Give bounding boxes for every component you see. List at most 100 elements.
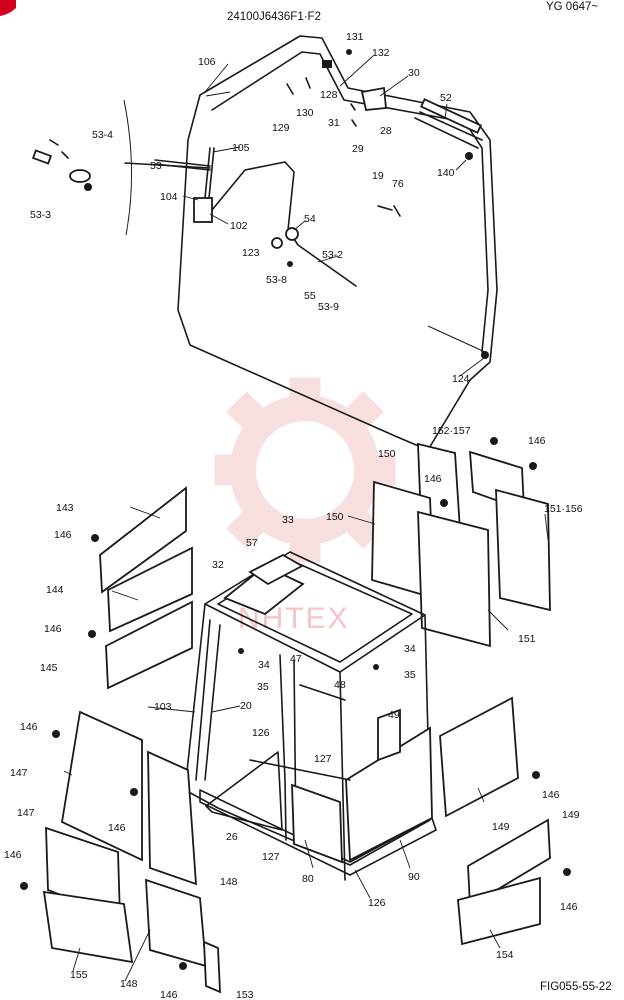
callout-label: 149 bbox=[562, 809, 580, 821]
panel-154 bbox=[457, 876, 541, 946]
upper-frame bbox=[177, 35, 498, 451]
callout-label: 53-9 bbox=[318, 301, 339, 313]
callout-label: 57 bbox=[246, 537, 258, 549]
callout-label: 131 bbox=[346, 31, 364, 43]
watermark-gear-icon bbox=[214, 377, 396, 563]
callout-label: 129 bbox=[272, 122, 290, 134]
callout-label: 49 bbox=[388, 709, 400, 721]
callout-label: 146 bbox=[20, 721, 38, 733]
callout-label: 146 bbox=[160, 989, 178, 1000]
callout-label: 31 bbox=[328, 117, 340, 129]
callout-label: 103 bbox=[154, 701, 172, 713]
bracket-28 bbox=[360, 86, 387, 111]
callout-label: 144 bbox=[46, 584, 64, 596]
callout-label: 53-3 bbox=[30, 209, 51, 221]
callout-label: 145 bbox=[40, 662, 58, 674]
callout-label: 140 bbox=[437, 167, 455, 179]
hatch-32 bbox=[223, 564, 305, 616]
callout-label: 35 bbox=[404, 669, 416, 681]
callout-label: 53-2 bbox=[322, 249, 343, 261]
corner-mark bbox=[0, 0, 16, 16]
cover-57 bbox=[248, 553, 304, 586]
rod-52 bbox=[414, 111, 483, 149]
callout-label: 32 bbox=[212, 559, 224, 571]
callout-label: 130 bbox=[296, 107, 314, 119]
panel-145 bbox=[105, 600, 193, 690]
callout-label: 30 bbox=[408, 67, 420, 79]
serial-range: YG 0647~ bbox=[546, 1, 598, 13]
callout-label: 146 bbox=[528, 435, 546, 447]
callout-label: 19 bbox=[372, 170, 384, 182]
panel-143 bbox=[99, 486, 187, 594]
callout-label: 154 bbox=[496, 949, 514, 961]
panel-153 bbox=[203, 940, 221, 994]
panel-148-a bbox=[147, 750, 197, 886]
knob-140 bbox=[465, 152, 473, 160]
callout-label: 148 bbox=[120, 978, 138, 990]
panel-150-b bbox=[417, 510, 491, 648]
panel-147-a bbox=[61, 710, 143, 862]
part-53-3 bbox=[31, 149, 53, 165]
callout-label: 143 bbox=[56, 502, 74, 514]
callout-label: 146 bbox=[108, 822, 126, 834]
callout-label: 146 bbox=[424, 473, 442, 485]
panel-90 bbox=[345, 726, 433, 862]
callout-label: 53-8 bbox=[266, 274, 287, 286]
panel-26 bbox=[205, 751, 283, 831]
panel-151-156 bbox=[495, 488, 551, 612]
callout-label: 48 bbox=[334, 679, 346, 691]
callout-label: 146 bbox=[44, 623, 62, 635]
callout-label: 26 bbox=[226, 831, 238, 843]
callout-label: 146 bbox=[54, 529, 72, 541]
callout-label: 147 bbox=[17, 807, 35, 819]
callout-label: 53 bbox=[150, 160, 162, 172]
callout-label: 151·156 bbox=[544, 503, 583, 515]
callout-label: 132 bbox=[372, 47, 390, 59]
callout-label: 53-4 bbox=[92, 129, 113, 141]
callout-label: 151 bbox=[518, 633, 536, 645]
callout-label: 146 bbox=[542, 789, 560, 801]
cap-123 bbox=[271, 237, 283, 249]
cab-frame bbox=[184, 551, 437, 881]
callout-label: 80 bbox=[302, 873, 314, 885]
callout-label: 148 bbox=[220, 876, 238, 888]
panel-149-b bbox=[467, 818, 551, 908]
panel-148-b bbox=[145, 878, 208, 968]
callout-label: 126 bbox=[368, 897, 386, 909]
knob-124 bbox=[481, 351, 489, 359]
wiper-arm-105 bbox=[204, 147, 215, 199]
callout-label: 54 bbox=[304, 213, 316, 225]
panel-49 bbox=[377, 708, 401, 762]
callout-label: 29 bbox=[352, 143, 364, 155]
bolts-19-76 bbox=[377, 205, 401, 217]
callout-label: 150 bbox=[326, 511, 344, 523]
callout-label: 155 bbox=[70, 969, 88, 981]
callout-label: 147 bbox=[10, 767, 28, 779]
callout-label: 146 bbox=[4, 849, 22, 861]
callout-label: 127 bbox=[314, 753, 332, 765]
bolt-131 bbox=[346, 49, 352, 55]
callout-label: 34 bbox=[404, 643, 416, 655]
callout-label: 123 bbox=[242, 247, 260, 259]
callout-label: 126 bbox=[252, 727, 270, 739]
callout-label: 150 bbox=[378, 448, 396, 460]
callout-label: 34 bbox=[258, 659, 270, 671]
callout-label: 35 bbox=[257, 681, 269, 693]
panel-149-a bbox=[439, 696, 519, 818]
callout-label: 90 bbox=[408, 871, 420, 883]
callout-label: 47 bbox=[290, 653, 302, 665]
callout-label: 127 bbox=[262, 851, 280, 863]
rod-52-body bbox=[420, 98, 482, 134]
clip-53-8 bbox=[287, 261, 293, 267]
callout-label: 52 bbox=[440, 92, 452, 104]
callout-labels: 131 106 132 30 128 52 129 130 31 28 29 1… bbox=[4, 31, 583, 1000]
callout-label: 102 bbox=[230, 220, 248, 232]
callout-label: 152·157 bbox=[432, 425, 471, 437]
leader-lines bbox=[63, 55, 549, 982]
clip-128 bbox=[322, 60, 332, 68]
callout-label: 128 bbox=[320, 89, 338, 101]
bolts-129-130-31-29 bbox=[286, 77, 357, 127]
callout-label: 33 bbox=[282, 514, 294, 526]
callout-label: 149 bbox=[492, 821, 510, 833]
panel-155 bbox=[42, 890, 134, 964]
